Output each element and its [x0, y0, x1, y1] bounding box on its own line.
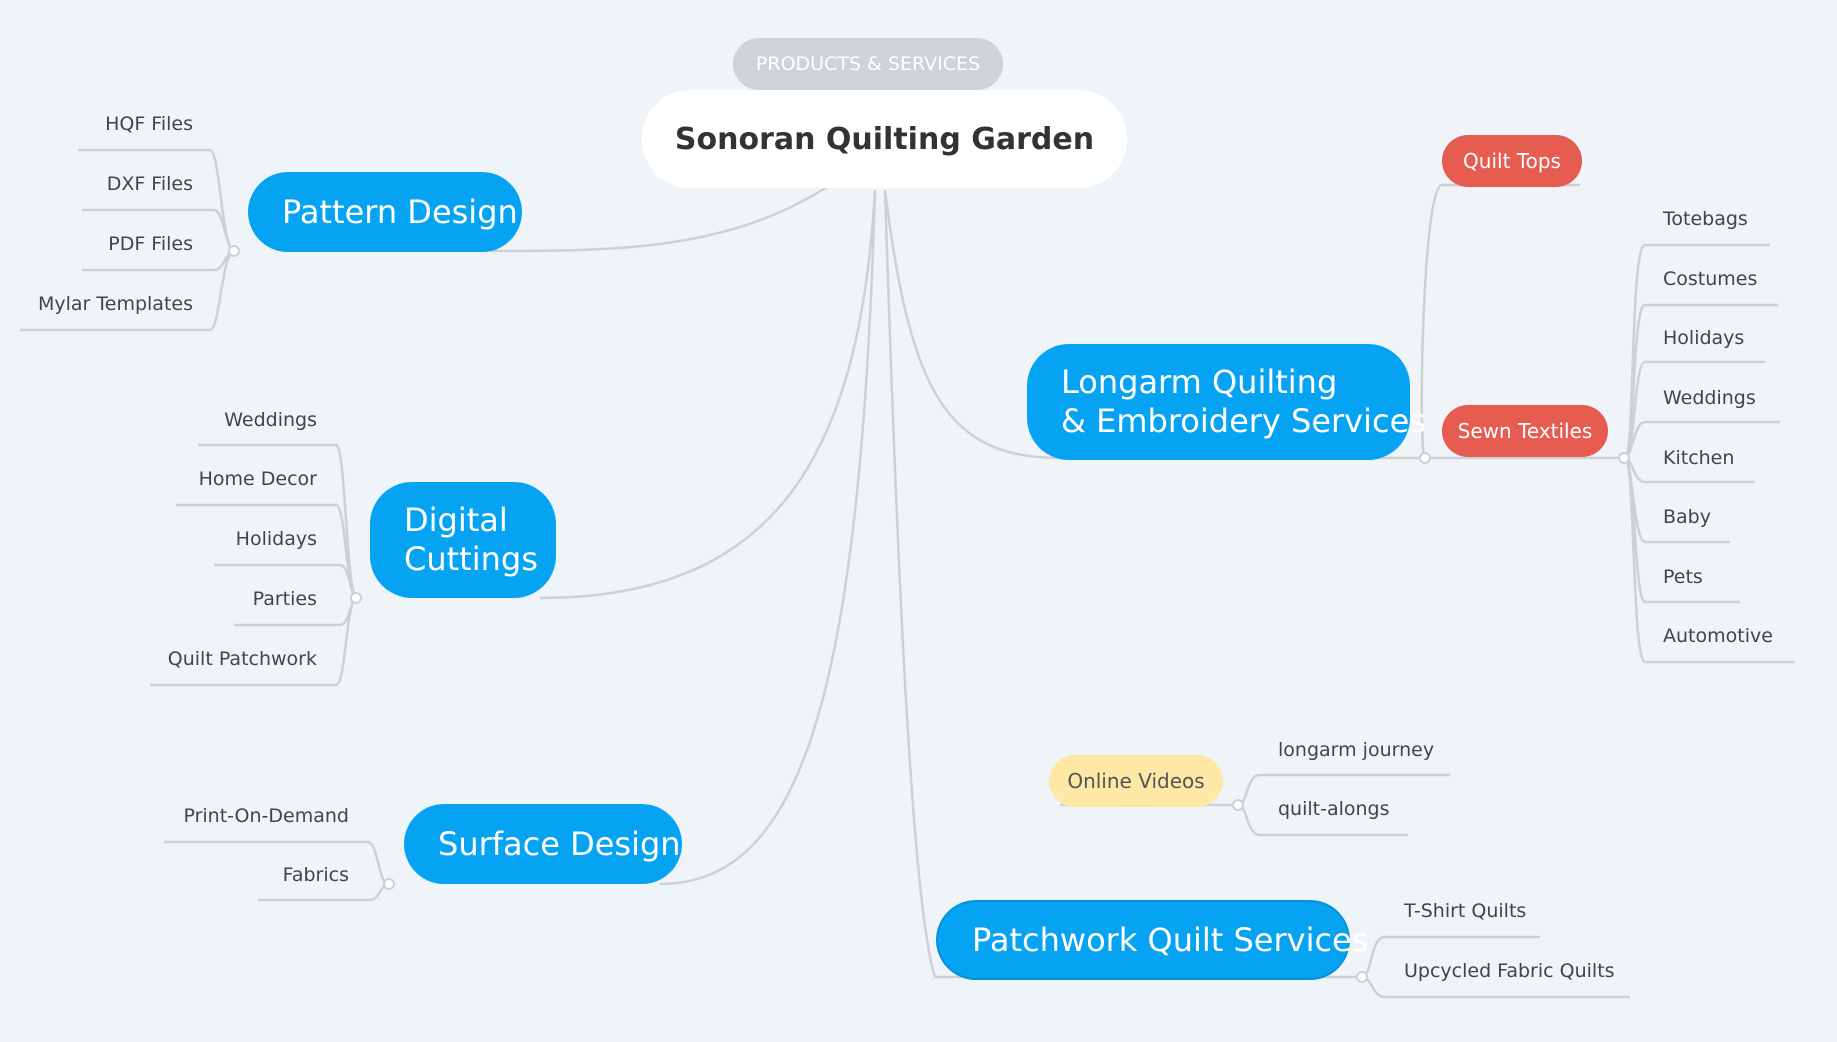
root-title: Sonoran Quilting Garden: [674, 121, 1095, 157]
leaf-totebags[interactable]: Totebags: [1663, 208, 1748, 230]
collapse-toggle-digital-cuttings[interactable]: [350, 592, 362, 604]
longarm-quilting-label: Longarm Quilting & Embroidery Services: [1061, 363, 1426, 440]
leaf-mylar-templates[interactable]: Mylar Templates: [37, 293, 193, 315]
collapse-toggle-surface-design[interactable]: [383, 878, 395, 890]
collapse-toggle-online-videos[interactable]: [1232, 799, 1244, 811]
collapse-toggle-sewn-textiles[interactable]: [1618, 452, 1630, 464]
leaf-automotive[interactable]: Automotive: [1663, 625, 1773, 647]
leaf-kitchen[interactable]: Kitchen: [1663, 447, 1735, 469]
leaf-holidays-textiles[interactable]: Holidays: [1663, 327, 1745, 349]
digital-cuttings-node[interactable]: Digital Cuttings: [370, 482, 556, 598]
leaf-holidays[interactable]: Holidays: [235, 528, 317, 550]
leaf-costumes[interactable]: Costumes: [1663, 268, 1758, 290]
leaf-fabrics[interactable]: Fabrics: [282, 864, 349, 886]
leaf-dxf-files[interactable]: DXF Files: [106, 173, 193, 195]
leaf-baby[interactable]: Baby: [1663, 506, 1711, 528]
leaf-pets[interactable]: Pets: [1663, 566, 1703, 588]
patchwork-quilt-services-node[interactable]: Patchwork Quilt Services: [938, 902, 1368, 978]
leaf-print-on-demand[interactable]: Print-On-Demand: [183, 805, 349, 827]
leaf-t-shirt-quilts[interactable]: T-Shirt Quilts: [1404, 900, 1527, 922]
patchwork-quilt-services-label: Patchwork Quilt Services: [972, 920, 1369, 959]
collapse-toggle-pattern-design[interactable]: [228, 245, 240, 257]
longarm-quilting-node[interactable]: Longarm Quilting & Embroidery Services: [1027, 344, 1426, 460]
digital-cuttings-label: Digital Cuttings: [404, 501, 538, 578]
root-node[interactable]: Sonoran Quilting Garden: [642, 90, 1127, 188]
surface-design-label: Surface Design: [438, 824, 681, 863]
leaf-longarm-journey[interactable]: longarm journey: [1278, 739, 1435, 761]
leaf-upcycled-fabric-quilts[interactable]: Upcycled Fabric Quilts: [1404, 960, 1615, 982]
collapse-toggle-longarm[interactable]: [1419, 452, 1431, 464]
sewn-textiles-node[interactable]: Sewn Textiles: [1442, 405, 1608, 457]
leaf-home-decor[interactable]: Home Decor: [198, 468, 317, 490]
leaf-hqf-files[interactable]: HQF Files: [105, 113, 193, 135]
leaf-weddings-textiles[interactable]: Weddings: [1663, 387, 1756, 409]
pattern-design-node[interactable]: Pattern Design: [248, 172, 522, 252]
quilt-tops-node[interactable]: Quilt Tops: [1442, 135, 1582, 187]
pattern-design-label: Pattern Design: [282, 192, 518, 231]
leaf-pdf-files[interactable]: PDF Files: [108, 233, 193, 255]
leaf-parties[interactable]: Parties: [252, 588, 317, 610]
leaf-weddings[interactable]: Weddings: [224, 409, 317, 431]
header-tag: PRODUCTS & SERVICES: [733, 38, 1003, 90]
surface-design-node[interactable]: Surface Design: [404, 804, 682, 884]
leaf-quilt-alongs[interactable]: quilt-alongs: [1278, 798, 1390, 820]
leaf-quilt-patchwork[interactable]: Quilt Patchwork: [167, 648, 317, 670]
online-videos-node[interactable]: Online Videos: [1049, 755, 1223, 807]
collapse-toggle-patchwork[interactable]: [1356, 971, 1368, 983]
